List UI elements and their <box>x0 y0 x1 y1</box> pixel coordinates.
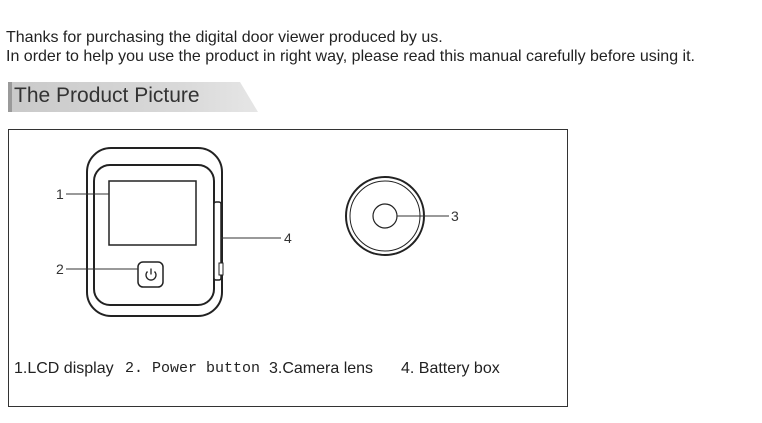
callout-2: 2 <box>56 261 64 277</box>
intro-text: Thanks for purchasing the digital door v… <box>6 28 695 66</box>
battery-box <box>213 201 222 281</box>
callout-4: 4 <box>284 230 292 246</box>
callout-3: 3 <box>451 208 459 224</box>
caption-battery-box: 4. Battery box <box>401 360 500 377</box>
lcd-display <box>108 180 197 246</box>
caption-camera-lens: 3.Camera lens <box>269 360 374 377</box>
section-header: The Product Picture <box>8 82 258 112</box>
intro-line-2: In order to help you use the product in … <box>6 48 695 65</box>
power-icon <box>145 268 157 281</box>
caption-lcd-display: 1.LCD display <box>14 360 114 377</box>
caption-power-button: 2. Power button <box>125 360 261 377</box>
section-header-accent <box>8 82 12 112</box>
section-title: The Product Picture <box>14 84 200 107</box>
product-figure: 1 2 3 4 <box>8 129 568 407</box>
camera-lens <box>372 203 398 229</box>
product-diagram: 1 2 3 4 <box>56 147 459 317</box>
intro-line-1: Thanks for purchasing the digital door v… <box>6 29 443 46</box>
callout-1: 1 <box>56 186 64 202</box>
side-switch <box>218 262 224 276</box>
